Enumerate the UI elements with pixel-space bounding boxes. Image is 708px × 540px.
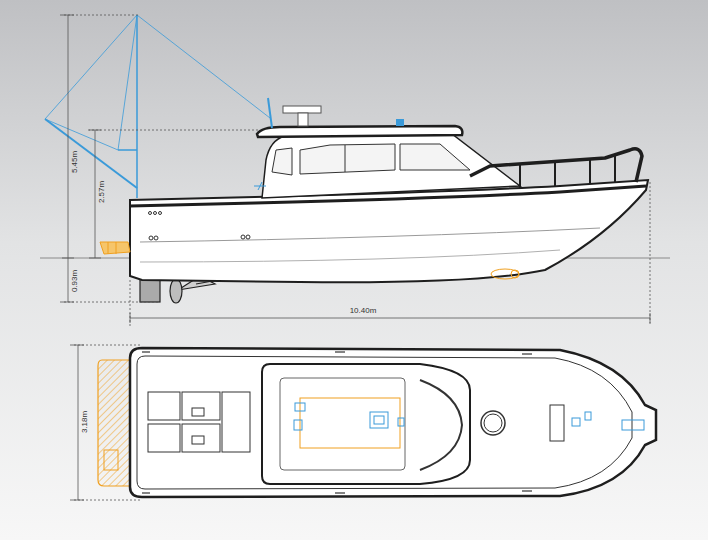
- dimension-label: 2.57m: [98, 181, 106, 203]
- cabin: [262, 134, 520, 198]
- swim-ladder: [100, 242, 130, 254]
- portholes: [149, 212, 251, 241]
- windows: [272, 144, 470, 175]
- cleats: [142, 352, 532, 493]
- dimension-label: 10.40m: [350, 307, 377, 315]
- cockpit-hatches: [148, 392, 250, 452]
- dimension-lines: [60, 15, 650, 326]
- window-frame: [345, 145, 346, 172]
- deck-edge: [137, 356, 632, 489]
- hull-top: [130, 348, 656, 497]
- cabin-top: [262, 364, 470, 484]
- console: [300, 398, 400, 448]
- logo: [491, 269, 519, 279]
- hatch: [481, 411, 505, 435]
- electronics: [294, 403, 404, 430]
- davit: [254, 182, 266, 190]
- dimension-label: 5.45m: [71, 151, 79, 173]
- radar: [283, 106, 321, 113]
- hardtop-top: [280, 378, 405, 470]
- antenna: [268, 98, 272, 128]
- light: [396, 119, 404, 126]
- dimension-label: 3.18m: [81, 411, 89, 433]
- dimension-label: 0.93m: [71, 270, 79, 292]
- hull-side: [130, 180, 648, 282]
- dimension-lines: [70, 345, 140, 500]
- anchor-locker: [550, 405, 564, 441]
- stanchions: [520, 156, 615, 188]
- bow-fittings: [572, 412, 644, 430]
- hatch: [484, 414, 502, 432]
- windshield: [420, 380, 462, 470]
- hardtop: [257, 126, 462, 137]
- mast: [45, 15, 270, 198]
- radar-base: [298, 113, 308, 126]
- swim-platform: [98, 360, 130, 486]
- chine: [140, 228, 600, 242]
- chine: [140, 250, 560, 262]
